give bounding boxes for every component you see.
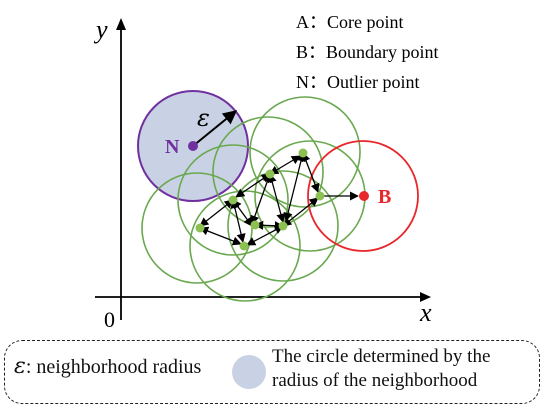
core-point (228, 195, 238, 205)
boundary-point (359, 191, 369, 201)
circle-description-line2: radius of the neighborhood (272, 370, 478, 391)
outlier-point (188, 141, 198, 151)
core-point (278, 221, 288, 231)
core-points (195, 148, 325, 251)
legend-outlier-point: N：Outlier point (296, 72, 420, 92)
epsilon-legend-symbol: ε (14, 354, 26, 379)
epsilon-label: ε (197, 104, 210, 132)
density-arrows (199, 152, 359, 246)
epsilon-legend: ε: neighborhood radius (14, 354, 201, 379)
neighborhood-circle-swatch (232, 355, 266, 389)
outlier-point-label: N (165, 136, 180, 158)
core-point (298, 148, 308, 158)
x-axis-arrow-icon (420, 292, 431, 302)
core-point (250, 220, 260, 230)
x-axis-label: x (419, 298, 432, 327)
core-point (239, 241, 249, 251)
bottom-legend-box (4, 340, 540, 404)
legend-boundary-point: B：Boundary point (296, 42, 439, 62)
legend-core-point: A：Core point (296, 12, 404, 32)
core-point (195, 223, 205, 233)
circle-description-line1: The circle determined by the (272, 346, 491, 367)
boundary-point-label: B (378, 186, 391, 208)
y-axis-label: y (93, 15, 108, 44)
origin-label: 0 (104, 307, 115, 332)
boundary-neighborhood-circle (307, 140, 419, 252)
epsilon-radius-arrow (192, 110, 238, 147)
neighborhood-circle-description: The circle determined by the radius of t… (272, 345, 537, 393)
y-axis-arrow-icon (116, 18, 126, 30)
core-point (265, 169, 275, 179)
core-point (315, 191, 325, 201)
epsilon-legend-text: : neighborhood radius (25, 356, 202, 378)
